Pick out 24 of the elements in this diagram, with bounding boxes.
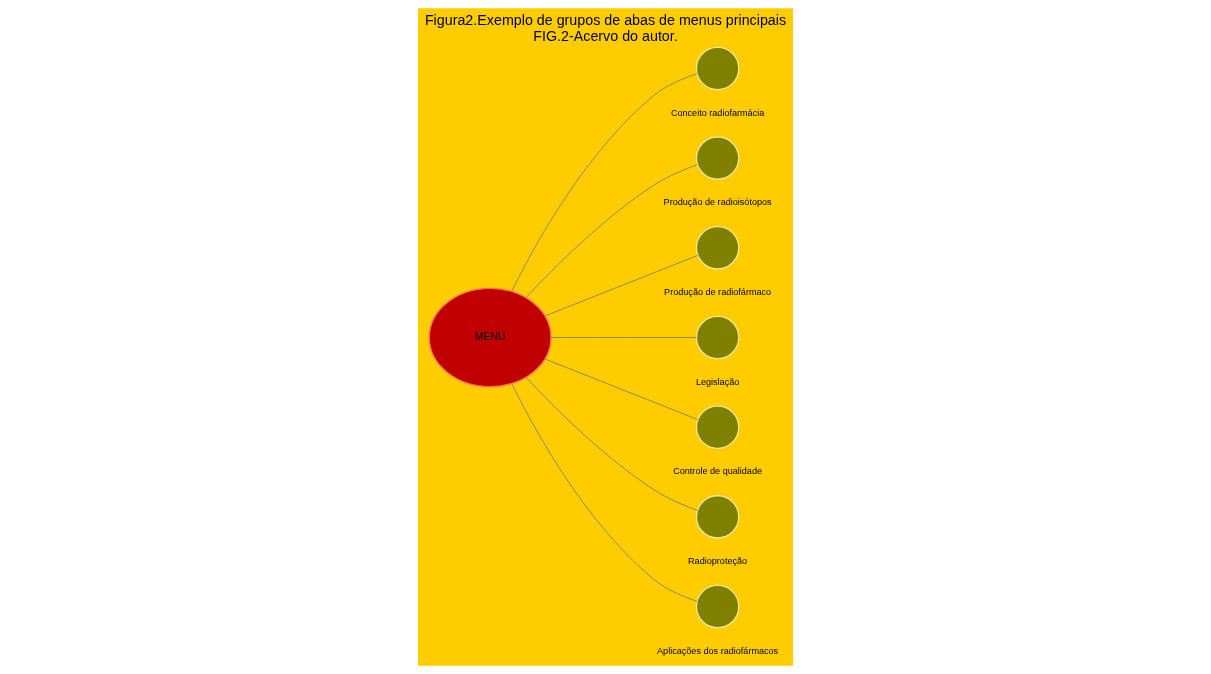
node-label: Controle de qualidade <box>673 466 763 477</box>
diagram-title: Figura2.Exemplo de grupos de abas de menus principais <box>424 11 787 28</box>
connector <box>544 358 698 420</box>
node-circle <box>695 405 740 449</box>
connector <box>511 73 698 292</box>
node-circle <box>695 584 740 629</box>
connector <box>525 164 698 298</box>
connector <box>550 337 697 338</box>
node-label: Produção de radiofármaco <box>664 287 772 298</box>
node-label: Conceito radiofarmácia <box>670 107 765 118</box>
node-circle <box>695 46 740 91</box>
connector <box>511 383 698 602</box>
caption: FIG.2-Acervo do autor. <box>533 27 678 44</box>
node-circle <box>695 136 740 180</box>
connector <box>544 255 698 317</box>
node-circle <box>695 315 740 360</box>
node-label: Aplicações dos radiofármacos <box>657 645 779 656</box>
connector <box>525 376 698 511</box>
node-circle <box>695 226 740 270</box>
node-circle <box>695 495 740 539</box>
node-ellipse: MENU <box>428 287 552 388</box>
node-label: Radioproteção <box>688 556 748 567</box>
node-label: Legislação <box>695 376 740 387</box>
node-label: Produção de radioisótopos <box>663 197 772 208</box>
